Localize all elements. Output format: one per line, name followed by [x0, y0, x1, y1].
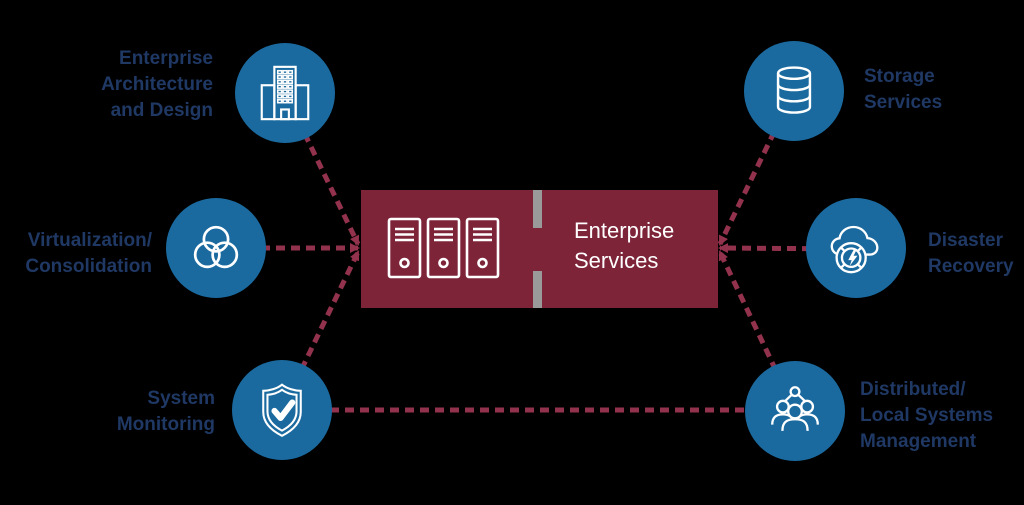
divider-segment-bottom — [533, 271, 542, 308]
divider-segment-top — [533, 190, 542, 228]
node-system-monitoring — [232, 360, 332, 460]
people-network-icon — [771, 386, 819, 431]
enterprise-services-box: Enterprise Services — [361, 190, 718, 308]
shield-check-icon — [262, 383, 302, 437]
building-icon — [260, 65, 310, 121]
label-system-monitoring: System Monitoring — [116, 388, 215, 435]
label-disaster-recovery: Disaster Recovery — [928, 230, 1014, 277]
label-virtualization-consolidation: Virtualization/ Consolidation — [25, 230, 152, 277]
center-box-title: Enterprise Services — [574, 218, 675, 273]
node-enterprise-architecture — [235, 43, 335, 143]
connector-storage-to-center — [717, 89, 797, 246]
label-storage-services: Storage Services — [864, 66, 943, 113]
label-enterprise-architecture: Enterprise Architecture and Design — [101, 48, 213, 121]
node-storage-services — [744, 41, 844, 141]
node-disaster-recovery — [806, 198, 906, 298]
cloud-recovery-icon — [830, 225, 879, 274]
server-rack-icon — [387, 217, 500, 279]
connector-architecture-to-center — [282, 91, 361, 246]
node-virtualization-consolidation — [166, 198, 266, 298]
node-distributed-management — [745, 361, 845, 461]
overlapping-circles-icon — [193, 225, 239, 269]
label-distributed-management: Distributed/ Local Systems Management — [860, 379, 994, 452]
database-icon — [776, 66, 812, 114]
